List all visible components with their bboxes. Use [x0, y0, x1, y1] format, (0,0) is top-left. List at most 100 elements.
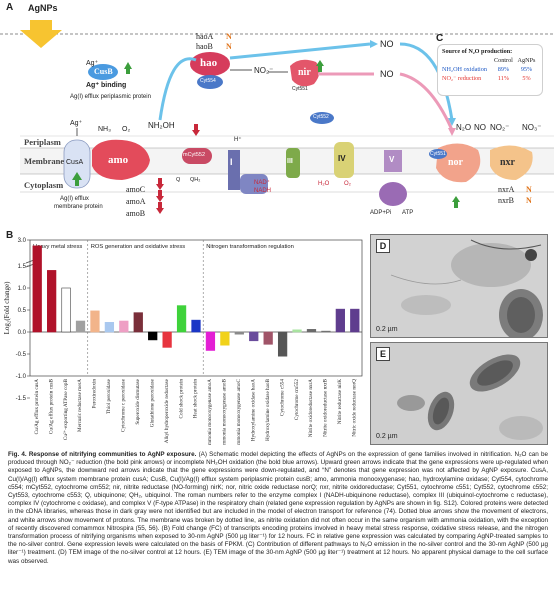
category-label: Ammonia monooxygenase amoB: [222, 378, 228, 445]
cusb-label: CusB: [94, 67, 113, 76]
tem-micrograph-e: [371, 343, 547, 444]
category-label: Hydroxylamine oxidase haoA: [250, 379, 256, 441]
hao-shape: [190, 52, 230, 76]
cusa-desc-2: membrane protein: [54, 204, 103, 210]
panel-c-table: Source of N₂O production: Control AgNPs …: [437, 44, 543, 96]
nxr-gene-a-n: N: [526, 185, 532, 194]
q-label: Q: [176, 177, 181, 183]
caption-title: Fig. 4. Response of nitrifying communiti…: [8, 451, 197, 458]
y-tick-label: -1.0: [16, 374, 27, 380]
agnps-arrow: [20, 20, 62, 48]
cusb-shape: [88, 64, 118, 80]
caption-body: (A) Schematic model depicting the effect…: [8, 451, 548, 565]
mcyt552-shape: [182, 148, 212, 164]
bar: [205, 331, 216, 351]
category-label: Glutathione peroxidase: [149, 378, 155, 427]
y-tick-label: -0.5: [16, 352, 27, 358]
cusb-ag-plus: Ag⁺: [86, 60, 99, 67]
bar: [148, 331, 158, 341]
category-label: Nitrite oxidoreductase nxrA: [308, 379, 314, 437]
bar: [191, 319, 201, 333]
category-label: Cu²⁺-exporting ATPase copB: [63, 378, 69, 440]
panel-letter-c: C: [436, 33, 444, 44]
panel-letter-b: B: [6, 230, 14, 241]
y-tick-label: 1.0: [18, 286, 27, 292]
bar: [75, 320, 86, 333]
panel-c-row-agnps: 5%: [522, 75, 531, 82]
category-label: Nitrite reductase nirK: [337, 379, 343, 424]
bar: [321, 330, 331, 333]
panel-c-row-agnps: 95%: [520, 66, 533, 73]
panel-c-col-control: Control: [493, 57, 513, 64]
bar: [306, 329, 317, 333]
nor-label: nor: [448, 157, 463, 168]
bar: [249, 331, 259, 342]
panel-c-row-control: 89%: [497, 66, 510, 73]
bar: [32, 245, 42, 333]
no-top-label: NO: [380, 39, 394, 49]
nxr-no2-label: NO₂⁻: [490, 123, 510, 132]
nh2oh-label: NH₂OH: [148, 121, 175, 130]
periplasm-label: Periplasm: [24, 137, 61, 147]
bar: [47, 270, 57, 333]
y-tick-label: 1.5: [18, 264, 27, 270]
nir-shape: [290, 59, 320, 87]
hao-gene-b: haoB: [196, 42, 213, 51]
panel-c-row-label: NO₂⁻ reduction: [442, 75, 482, 82]
nor-no-label: NO: [474, 123, 486, 132]
category-label: Cytochrome c peroxidase: [121, 378, 127, 432]
bar: [234, 331, 244, 335]
y-tick-label: -1.5: [16, 396, 27, 402]
hao-gene-b-n: N: [226, 42, 232, 51]
cusa-ag-plus: Ag⁺: [70, 120, 83, 127]
amo-gene-b: amoB: [126, 209, 146, 218]
cusa-desc-1: Ag(I) efflux: [60, 196, 89, 202]
agnps-label: AgNPs: [28, 3, 58, 13]
nor-cyt-label: Cyt551: [430, 151, 446, 157]
cyt552-label: Cyt552: [313, 114, 329, 120]
category-label: Cu/Ag efflux protein cusB: [47, 378, 54, 434]
schematic-drawing: [0, 20, 554, 214]
panel-c-row-nh2oh: NH₂OH oxidation 89% 95%: [442, 66, 538, 73]
category-label: Nitric oxide reductase norQ: [352, 379, 358, 437]
cusb-desc: Ag(I) efflux periplasmic protein: [70, 94, 151, 100]
complex-iv-label: IV: [338, 154, 346, 163]
bar: [335, 308, 345, 333]
up-arrow-icon: [452, 196, 460, 208]
panel-c-header-row: Control AgNPs: [442, 57, 538, 64]
cusa-label: CusA: [66, 159, 84, 166]
nir-cyt-label: Cyt551: [292, 86, 308, 92]
chart-frame: [29, 239, 363, 377]
cytoplasm-label: Cytoplasm: [24, 180, 64, 190]
o2-label: O₂: [122, 126, 131, 133]
complex-iv-shape: [334, 142, 354, 178]
complex-i-shape: [228, 150, 240, 190]
complex-iii-label: III: [287, 158, 293, 165]
category-label: Alkyl hydroperoxide reductase: [164, 378, 170, 443]
group-label: Nitrogen transformation regulation: [206, 244, 294, 250]
y-tick-label: 0.0: [18, 330, 27, 336]
complex-iii-shape: [286, 148, 300, 178]
qh2-label: QH₂: [190, 177, 201, 183]
category-label: Thiol peroxidase: [106, 378, 112, 414]
cusa-shape: [63, 139, 91, 189]
bar: [263, 331, 273, 345]
up-arrow-icon: [72, 172, 82, 186]
category-label: Cytochrome c554: [279, 379, 285, 416]
nadh-label: NADH: [254, 188, 272, 194]
o2-resp-label: O₂: [344, 181, 351, 187]
bar: [133, 312, 143, 333]
h-plus-label: H⁺: [234, 137, 242, 143]
panel-c-title: Source of N₂O production:: [442, 48, 513, 55]
category-label: Ammonia monooxygenase amoA: [207, 379, 213, 445]
no-mid-label: NO: [380, 69, 394, 79]
nxr-gene-a: nxrA: [498, 185, 515, 194]
bar: [104, 322, 115, 333]
hao-gene-a-n: N: [226, 32, 232, 41]
atp-label: ATP: [402, 210, 414, 216]
complex-i-label: I: [230, 157, 233, 167]
hao-gene-a: haoA: [196, 32, 214, 41]
complex-v-shape: [384, 150, 402, 172]
membrane-label: Membrane: [24, 156, 65, 166]
